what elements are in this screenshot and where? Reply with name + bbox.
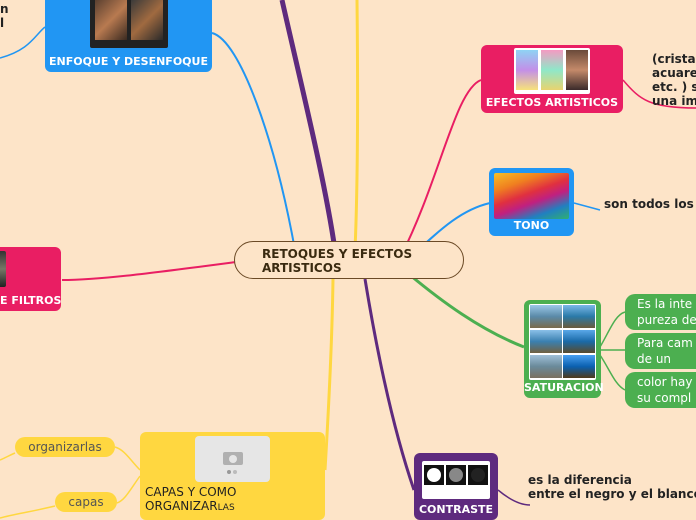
contraste-desc: es la diferencia entre el negro y el bla…: [528, 473, 696, 501]
tono-image: [494, 173, 569, 219]
connector-capas: [323, 278, 335, 471]
connector-saturacion: [409, 273, 525, 349]
connector-capas-2b: [0, 505, 56, 519]
capas-label: CAPAS Y COMO ORGANIZARLAS: [145, 485, 237, 513]
camera-icon: [223, 452, 243, 465]
connector-top-purple: [279, 0, 338, 251]
capas-image-placeholder: [195, 436, 270, 482]
filtros-label: E FILTROS: [0, 294, 62, 307]
enfoque-desc: n l: [0, 2, 9, 30]
efectos-desc: (crista acuare etc. ) s una im: [652, 52, 696, 108]
enfoque-image: [90, 0, 168, 48]
connector-top-yellow: [353, 0, 360, 251]
connector-efectos-text: [622, 79, 696, 109]
connector-capas-1b: [0, 452, 16, 461]
efectos-image: [514, 48, 590, 94]
connector-sat-3: [599, 354, 626, 391]
connector-tono-text: [573, 202, 601, 211]
connector-filtros: [61, 261, 237, 281]
node-efectos[interactable]: EFECTOS ARTISTICOS: [481, 45, 623, 113]
connector-capas-1: [114, 446, 141, 471]
connector-enfoque-text: [0, 26, 46, 59]
node-enfoque[interactable]: ENFOQUE Y DESENFOQUE: [45, 0, 212, 72]
efectos-label: EFECTOS ARTISTICOS: [485, 96, 619, 109]
saturacion-label: SATURACION: [524, 381, 604, 394]
contraste-label: CONTRASTE: [418, 503, 494, 516]
contraste-image: [422, 461, 490, 499]
connector-contraste: [363, 278, 416, 491]
capas-sub-capas[interactable]: capas: [55, 492, 117, 512]
connector-capas-2: [116, 475, 141, 504]
saturacion-sub-2[interactable]: Para cam de un: [625, 333, 696, 369]
connector-enfoque: [211, 32, 296, 251]
node-contraste[interactable]: CONTRASTE: [414, 453, 498, 520]
enfoque-label: ENFOQUE Y DESENFOQUE: [49, 55, 208, 68]
node-saturacion[interactable]: SATURACION: [524, 300, 604, 398]
saturacion-sub-1[interactable]: Es la inte pureza de: [625, 294, 696, 330]
connector-contraste-text: [497, 489, 531, 506]
capas-sub-organizarlas[interactable]: organizarlas: [15, 437, 115, 457]
connector-sat-1: [599, 311, 626, 348]
tono-label: TONO: [513, 219, 550, 232]
saturacion-sub-3[interactable]: color hay su compl: [625, 372, 696, 408]
node-tono[interactable]: TONO: [489, 168, 574, 236]
node-filtros[interactable]: E FILTROS: [0, 247, 61, 311]
node-capas[interactable]: CAPAS Y COMO ORGANIZARLAS: [140, 432, 325, 520]
central-title: RETOQUES Y EFECTOS ARTISTICOS: [262, 247, 413, 275]
central-topic[interactable]: RETOQUES Y EFECTOS ARTISTICOS: [234, 241, 464, 279]
tono-desc: son todos los: [604, 197, 694, 211]
filtros-image: [0, 251, 6, 287]
connector-efectos: [399, 79, 482, 259]
saturacion-image: [529, 304, 596, 380]
